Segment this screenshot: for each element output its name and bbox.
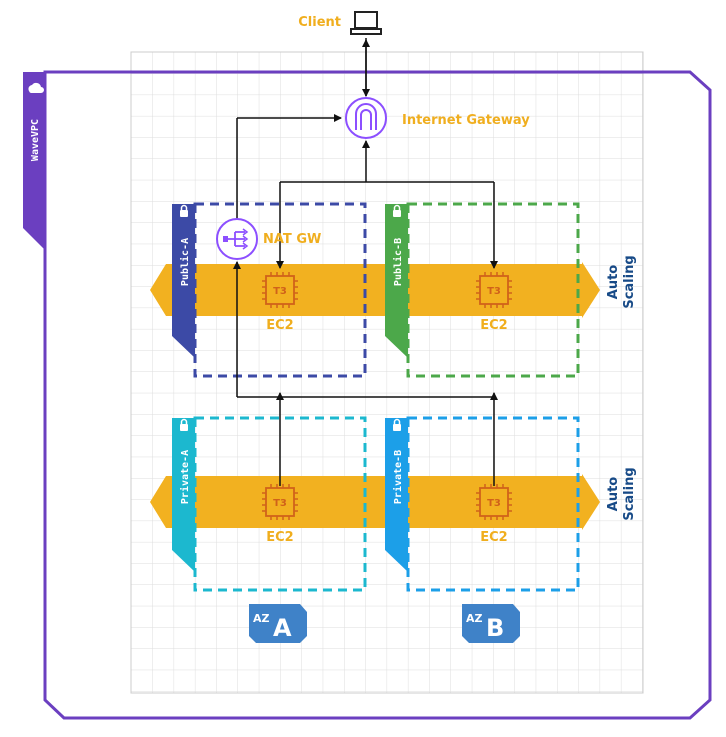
- az-badge-b: AZ B: [462, 604, 520, 643]
- subnet-tab-private-a: Private-A: [172, 418, 195, 572]
- ec2-chip-public-b: T3: [476, 272, 512, 308]
- cloud-icon: [28, 82, 44, 93]
- subnet-tab-private-b: Private-B: [385, 418, 408, 572]
- public-scaling-band: [150, 262, 600, 318]
- chip-label: T3: [487, 498, 501, 509]
- ec2-chip-private-b: T3: [476, 484, 512, 520]
- auto-scaling-private-line1: Auto: [606, 477, 621, 512]
- gateway-label: Internet Gateway: [402, 113, 530, 128]
- subnet-label-public-a: Public-A: [179, 238, 191, 286]
- laptop-icon: [350, 11, 382, 35]
- ec2-chip-public-a: T3: [262, 272, 298, 308]
- nat-label: NAT GW: [263, 232, 321, 247]
- subnet-tab-public-a: Public-A: [172, 204, 195, 358]
- lock-icon: [180, 424, 188, 431]
- subnet-public-a: [193, 202, 367, 378]
- ec2-label-public-a: EC2: [266, 318, 293, 333]
- chip-label: T3: [273, 286, 287, 297]
- chip-label: T3: [273, 498, 287, 509]
- auto-scaling-private-line2: Scaling: [622, 467, 637, 520]
- auto-scaling-public-line1: Auto: [606, 265, 621, 300]
- lock-icon: [393, 210, 401, 217]
- az-prefix-b: AZ: [466, 612, 483, 625]
- subnet-tab-public-b: Public-B: [385, 204, 408, 358]
- az-prefix-a: AZ: [253, 612, 270, 625]
- az-letter-a: A: [273, 614, 292, 642]
- subnet-label-private-a: Private-A: [179, 450, 191, 504]
- connection-lines: [233, 38, 498, 486]
- auto-scaling-public-line2: Scaling: [622, 255, 637, 308]
- nat-gateway-icon: [216, 218, 258, 260]
- grid-background: [130, 51, 644, 694]
- subnet-label-private-b: Private-B: [392, 450, 404, 504]
- subnet-label-public-b: Public-B: [392, 238, 404, 286]
- ec2-label-private-b: EC2: [480, 530, 507, 545]
- lock-icon: [393, 424, 401, 431]
- client-label: Client: [298, 15, 341, 30]
- vpc-label: WaveVPC: [30, 119, 41, 161]
- subnet-private-b: [406, 416, 580, 592]
- ec2-label-public-b: EC2: [480, 318, 507, 333]
- private-scaling-band: [150, 474, 600, 530]
- lock-icon: [180, 210, 188, 217]
- chip-label: T3: [487, 286, 501, 297]
- vpc-tab: [23, 72, 45, 250]
- subnet-public-b: [406, 202, 580, 378]
- ec2-chip-private-a: T3: [262, 484, 298, 520]
- az-letter-b: B: [486, 614, 504, 642]
- subnet-private-a: [193, 416, 367, 592]
- ec2-label-private-a: EC2: [266, 530, 293, 545]
- internet-gateway-icon: [345, 97, 387, 139]
- vpc-boundary: [43, 70, 712, 720]
- az-badge-a: AZ A: [249, 604, 307, 643]
